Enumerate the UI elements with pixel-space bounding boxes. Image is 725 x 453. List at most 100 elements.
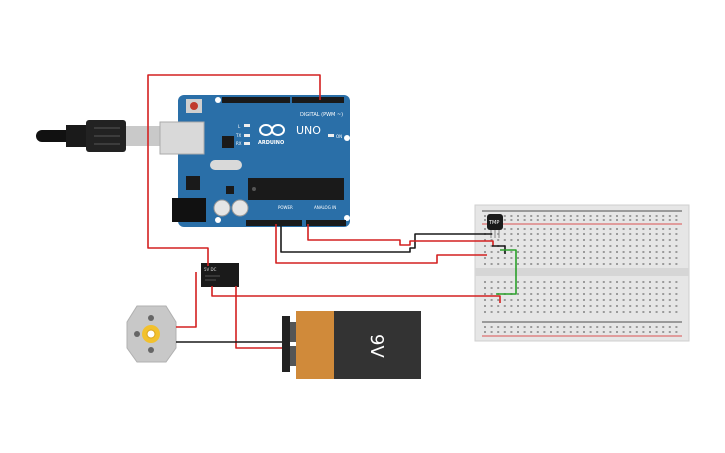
breadboard-hole[interactable] <box>563 287 566 289</box>
breadboard-hole[interactable] <box>536 326 539 328</box>
breadboard-hole[interactable] <box>642 251 645 253</box>
breadboard-hole[interactable] <box>523 233 526 235</box>
breadboard-hole[interactable] <box>563 228 566 230</box>
breadboard-hole[interactable] <box>530 239 533 241</box>
breadboard-hole[interactable] <box>556 251 559 253</box>
breadboard-hole[interactable] <box>622 215 625 217</box>
breadboard-hole[interactable] <box>583 215 585 217</box>
breadboard-hole[interactable] <box>649 251 651 253</box>
breadboard-hole[interactable] <box>530 245 533 247</box>
breadboard-hole[interactable] <box>556 233 559 235</box>
breadboard-hole[interactable] <box>563 305 566 307</box>
breadboard-hole[interactable] <box>629 219 632 221</box>
breadboard-hole[interactable] <box>490 287 493 289</box>
breadboard-hole[interactable] <box>543 311 546 313</box>
breadboard-hole[interactable] <box>589 245 592 247</box>
breadboard-hole[interactable] <box>497 287 500 289</box>
breadboard-hole[interactable] <box>629 245 632 247</box>
breadboard-hole[interactable] <box>622 305 625 307</box>
breadboard-hole[interactable] <box>675 215 678 217</box>
breadboard-hole[interactable] <box>583 257 585 259</box>
breadboard-hole[interactable] <box>569 311 572 313</box>
breadboard-hole[interactable] <box>635 215 638 217</box>
breadboard-hole[interactable] <box>536 299 539 301</box>
breadboard-hole[interactable] <box>563 245 566 247</box>
breadboard-hole[interactable] <box>530 219 533 221</box>
breadboard-hole[interactable] <box>569 293 572 295</box>
breadboard-hole[interactable] <box>543 251 546 253</box>
wire-gnd-to-breadboard[interactable] <box>280 224 492 253</box>
breadboard-hole[interactable] <box>655 215 658 217</box>
temperature-sensor[interactable]: TMP <box>487 214 503 238</box>
breadboard-hole[interactable] <box>556 299 559 301</box>
breadboard-hole[interactable] <box>655 239 658 241</box>
breadboard-hole[interactable] <box>583 233 585 235</box>
breadboard-hole[interactable] <box>556 239 559 241</box>
breadboard-hole[interactable] <box>622 326 625 328</box>
breadboard-hole[interactable] <box>530 287 533 289</box>
breadboard-hole[interactable] <box>675 287 678 289</box>
breadboard-hole[interactable] <box>543 219 546 221</box>
breadboard-hole[interactable] <box>550 257 552 259</box>
breadboard-hole[interactable] <box>517 219 519 221</box>
breadboard-hole[interactable] <box>602 326 605 328</box>
breadboard-hole[interactable] <box>576 257 579 259</box>
breadboard-hole[interactable] <box>602 257 605 259</box>
breadboard-hole[interactable] <box>642 233 645 235</box>
breadboard-hole[interactable] <box>556 263 559 265</box>
breadboard-hole[interactable] <box>609 219 612 221</box>
breadboard-hole[interactable] <box>655 263 658 265</box>
breadboard-hole[interactable] <box>629 311 632 313</box>
breadboard-hole[interactable] <box>556 293 559 295</box>
breadboard-hole[interactable] <box>596 251 599 253</box>
breadboard-hole[interactable] <box>550 287 552 289</box>
breadboard-hole[interactable] <box>616 287 618 289</box>
breadboard-hole[interactable] <box>616 299 618 301</box>
breadboard-hole[interactable] <box>649 215 651 217</box>
breadboard-hole[interactable] <box>635 299 638 301</box>
breadboard-hole[interactable] <box>649 257 651 259</box>
breadboard-hole[interactable] <box>569 219 572 221</box>
breadboard-hole[interactable] <box>576 215 579 217</box>
breadboard-hole[interactable] <box>629 257 632 259</box>
breadboard-hole[interactable] <box>649 331 651 333</box>
breadboard-hole[interactable] <box>530 305 533 307</box>
breadboard-hole[interactable] <box>583 326 585 328</box>
breadboard-hole[interactable] <box>662 215 665 217</box>
breadboard-hole[interactable] <box>523 263 526 265</box>
breadboard-hole[interactable] <box>517 311 519 313</box>
wire-analog-to-sensor[interactable] <box>307 224 494 246</box>
breadboard-hole[interactable] <box>655 299 658 301</box>
breadboard-hole[interactable] <box>556 287 559 289</box>
breadboard-hole[interactable] <box>655 281 658 283</box>
breadboard-hole[interactable] <box>503 219 506 221</box>
breadboard-hole[interactable] <box>675 233 678 235</box>
breadboard-hole[interactable] <box>668 311 671 313</box>
breadboard-hole[interactable] <box>616 263 618 265</box>
breadboard-hole[interactable] <box>497 281 500 283</box>
breadboard-hole[interactable] <box>649 219 651 221</box>
breadboard-hole[interactable] <box>543 245 546 247</box>
breadboard-hole[interactable] <box>589 228 592 230</box>
breadboard-hole[interactable] <box>668 287 671 289</box>
breadboard-hole[interactable] <box>649 293 651 295</box>
breadboard-hole[interactable] <box>642 219 645 221</box>
breadboard-hole[interactable] <box>543 215 546 217</box>
breadboard-hole[interactable] <box>629 305 632 307</box>
breadboard-hole[interactable] <box>675 281 678 283</box>
breadboard-hole[interactable] <box>668 239 671 241</box>
breadboard-hole[interactable] <box>576 331 579 333</box>
breadboard-hole[interactable] <box>576 287 579 289</box>
breadboard-hole[interactable] <box>596 263 599 265</box>
breadboard-hole[interactable] <box>668 326 671 328</box>
breadboard-hole[interactable] <box>629 299 632 301</box>
breadboard-hole[interactable] <box>523 331 526 333</box>
breadboard-hole[interactable] <box>530 215 533 217</box>
breadboard-hole[interactable] <box>569 331 572 333</box>
breadboard-hole[interactable] <box>596 257 599 259</box>
breadboard-hole[interactable] <box>596 215 599 217</box>
breadboard-hole[interactable] <box>662 251 665 253</box>
breadboard-hole[interactable] <box>596 299 599 301</box>
breadboard-hole[interactable] <box>490 263 493 265</box>
breadboard-hole[interactable] <box>629 228 632 230</box>
